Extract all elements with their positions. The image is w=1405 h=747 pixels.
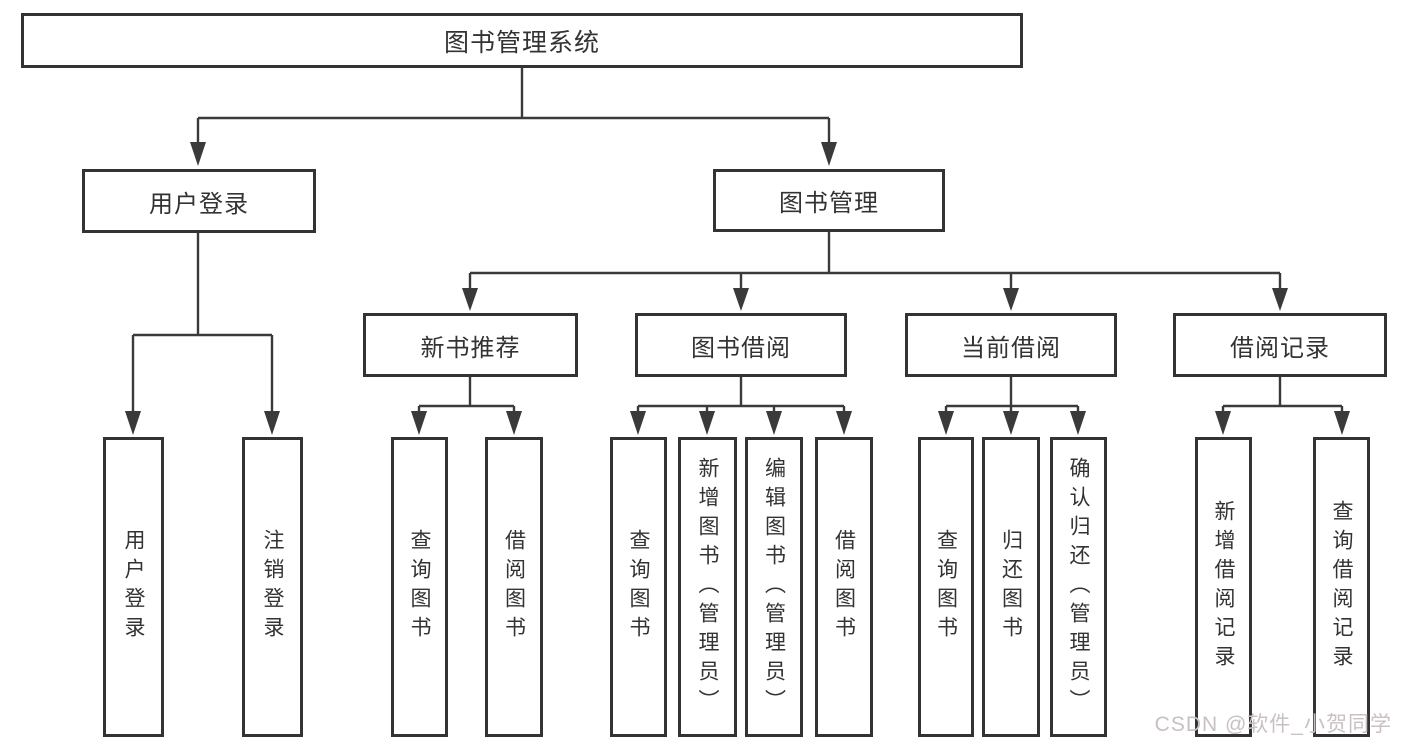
- node-new-book-recommendation: 新书推荐: [363, 313, 578, 377]
- node-label: 图书管理系统: [443, 28, 600, 57]
- leaf-user-login: 用户登录: [103, 437, 164, 737]
- node-label: 图书借阅: [691, 334, 791, 362]
- node-label: 图书管理: [779, 190, 879, 217]
- leaf-borrow-books-recommend: 借阅图书: [485, 437, 543, 737]
- leaf-edit-book-admin: 编辑图书（管理员）: [745, 437, 803, 737]
- node-book-borrowing: 图书借阅: [635, 313, 847, 377]
- node-label: 归还图书: [999, 529, 1023, 645]
- node-user-login: 用户登录: [82, 169, 316, 233]
- watermark: CSDN @软件_小贺同学: [1154, 713, 1392, 736]
- leaf-query-books-current: 查询图书: [918, 437, 974, 737]
- node-label: 注销登录: [261, 529, 284, 645]
- node-label: 查询图书: [627, 529, 650, 645]
- node-library-management-system: 图书管理系统: [21, 13, 1023, 68]
- node-label: 确认归还（管理员）: [1067, 456, 1090, 718]
- node-label: 用户登录: [122, 529, 145, 645]
- node-label: 查询图书: [934, 529, 958, 645]
- node-label: 借阅图书: [832, 529, 856, 645]
- node-label: 借阅图书: [502, 529, 526, 645]
- node-label: 查询借阅记录: [1330, 500, 1353, 674]
- node-label: 新增借阅记录: [1212, 500, 1235, 674]
- node-label: 编辑图书（管理员）: [762, 456, 786, 718]
- leaf-return-book: 归还图书: [982, 437, 1040, 737]
- node-label: 当前借阅: [961, 334, 1061, 362]
- leaf-logout: 注销登录: [242, 437, 303, 737]
- leaf-query-books-borrowing: 查询图书: [610, 437, 667, 737]
- leaf-add-borrow-record: 新增借阅记录: [1195, 437, 1252, 737]
- leaf-confirm-return-admin: 确认归还（管理员）: [1050, 437, 1107, 737]
- node-label: 新书推荐: [420, 334, 521, 362]
- leaf-query-books-recommend: 查询图书: [391, 437, 448, 737]
- node-book-management: 图书管理: [713, 169, 945, 232]
- node-label: 借阅记录: [1230, 334, 1330, 362]
- leaf-add-book-admin: 新增图书（管理员）: [678, 437, 737, 737]
- leaf-query-borrow-record: 查询借阅记录: [1313, 437, 1370, 737]
- node-current-borrowing: 当前借阅: [905, 313, 1117, 377]
- node-label: 新增图书（管理员）: [696, 456, 719, 718]
- leaf-borrow-books-borrowing: 借阅图书: [815, 437, 873, 737]
- node-label: 查询图书: [408, 529, 431, 645]
- node-label: 用户登录: [149, 190, 249, 218]
- node-borrowing-records: 借阅记录: [1173, 313, 1387, 377]
